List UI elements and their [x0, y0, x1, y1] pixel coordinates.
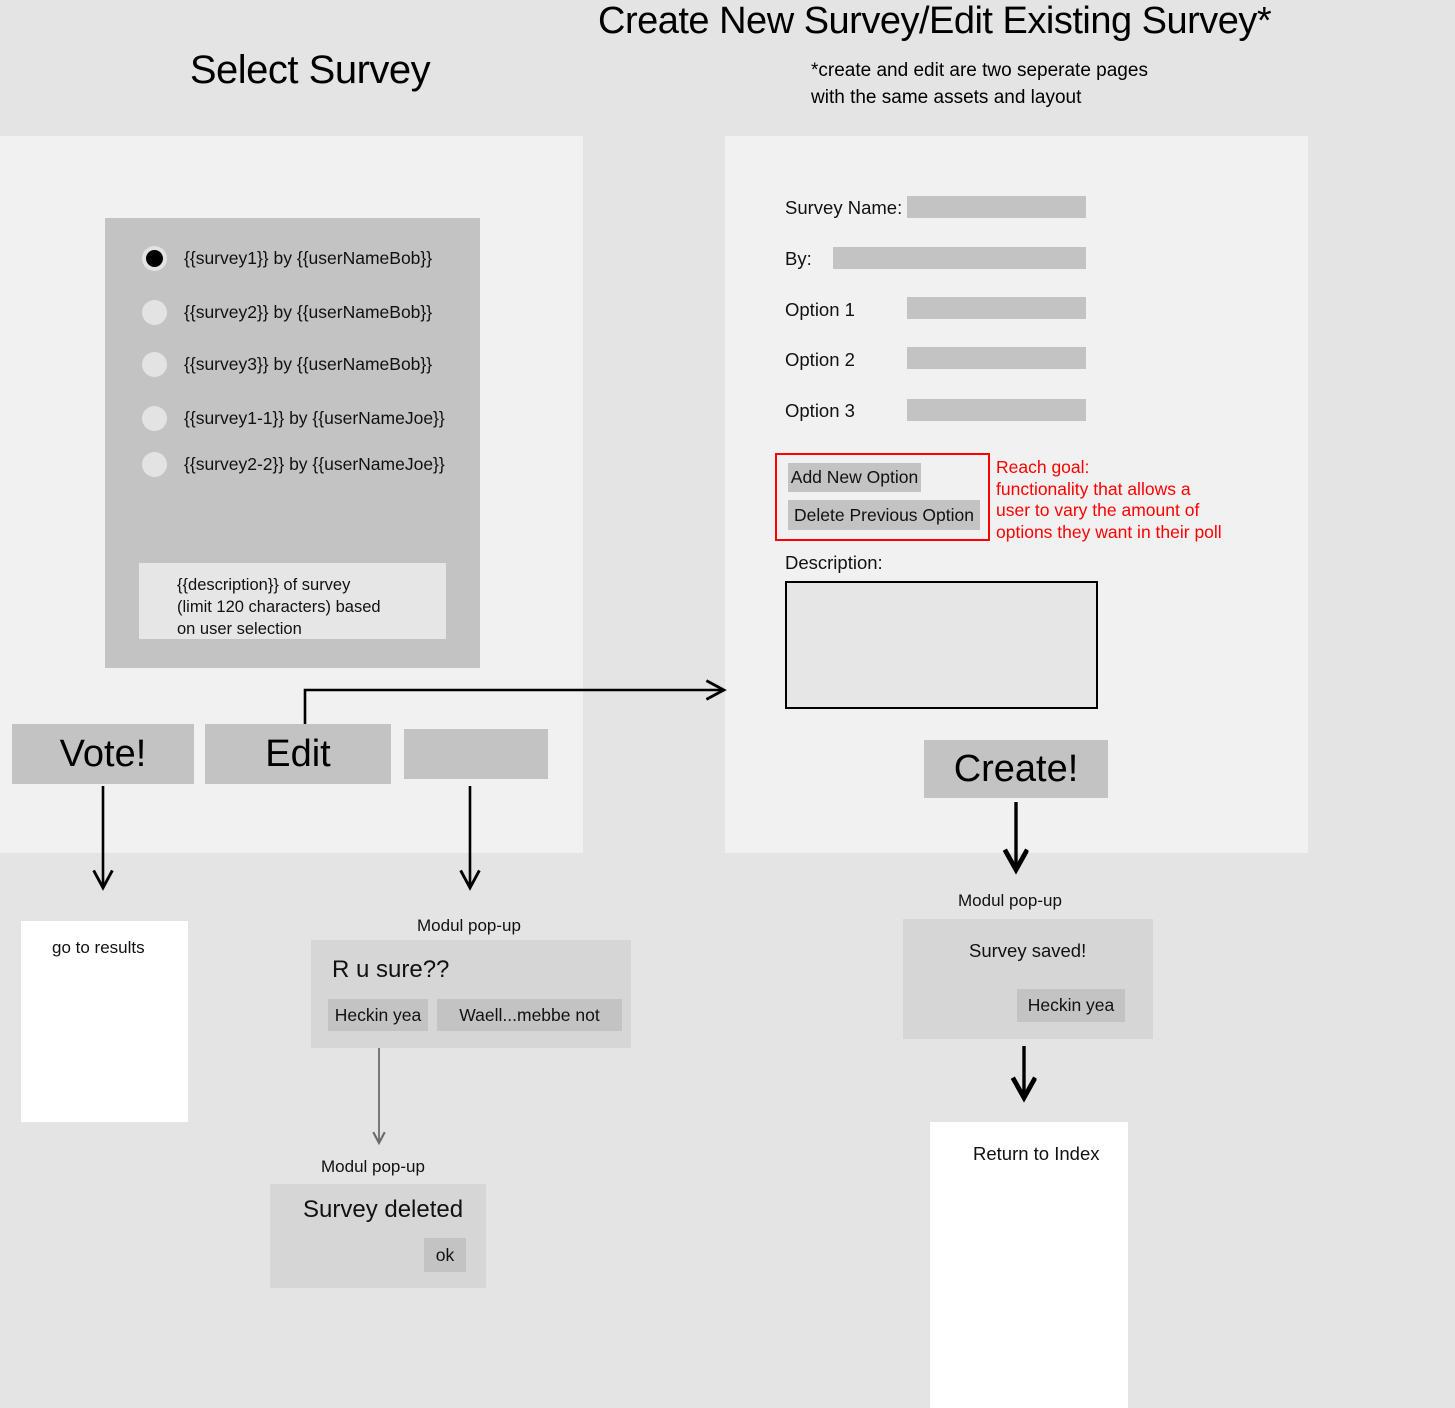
- modal-caption: Modul pop-up: [321, 1157, 425, 1176]
- survey-list-item-label: {{survey3}} by {{userNameBob}}: [184, 354, 433, 374]
- return-to-index-label: Return to Index: [973, 1143, 1100, 1164]
- saved-confirm-button[interactable]: Heckin yea: [1017, 989, 1125, 1022]
- survey-list-item-label: {{survey1}} by {{userNameBob}}: [184, 248, 433, 268]
- radio-button-icon[interactable]: [142, 406, 167, 431]
- create-button[interactable]: Create!: [924, 740, 1108, 798]
- results-page-box: [21, 921, 188, 1122]
- confirm-popup-title: R u sure??: [332, 956, 450, 983]
- option-controls-group: Add New Option Delete Previous Option: [775, 453, 990, 541]
- option-2-input[interactable]: [907, 347, 1086, 369]
- by-label: By:: [785, 248, 812, 269]
- confirm-delete-yes-button[interactable]: Heckin yea: [328, 999, 428, 1031]
- radio-button-icon[interactable]: [142, 352, 167, 377]
- option-1-input[interactable]: [907, 297, 1086, 319]
- survey-list-item[interactable]: {{survey3}} by {{userNameBob}}: [142, 352, 432, 377]
- option-1-label: Option 1: [785, 299, 855, 320]
- radio-button-icon[interactable]: [142, 452, 167, 477]
- unlabeled-button[interactable]: [404, 729, 548, 779]
- survey-list-item[interactable]: {{survey1}} by {{userNameBob}}: [142, 246, 432, 271]
- radio-button-icon[interactable]: [142, 300, 167, 325]
- description-textarea[interactable]: [785, 581, 1098, 709]
- survey-list-item-label: {{survey2}} by {{userNameBob}}: [184, 302, 433, 322]
- survey-list-item-label: {{survey2-2}} by {{userNameJoe}}: [184, 454, 445, 474]
- saved-popup-title: Survey saved!: [969, 940, 1087, 961]
- survey-name-input[interactable]: [907, 196, 1086, 218]
- vote-button[interactable]: Vote!: [12, 724, 194, 784]
- option-3-input[interactable]: [907, 399, 1086, 421]
- survey-description-display: {{description}} of survey (limit 120 cha…: [139, 563, 446, 639]
- option-3-label: Option 3: [785, 400, 855, 421]
- deleted-popup-title: Survey deleted: [303, 1196, 464, 1223]
- add-new-option-button[interactable]: Add New Option: [788, 463, 921, 492]
- survey-list-item-label: {{survey1-1}} by {{userNameJoe}}: [184, 408, 445, 428]
- return-to-index-box: [930, 1122, 1128, 1408]
- deleted-ok-button[interactable]: ok: [424, 1238, 466, 1272]
- survey-list-item[interactable]: {{survey2-2}} by {{userNameJoe}}: [142, 452, 445, 477]
- page-title-select-survey: Select Survey: [189, 48, 431, 92]
- survey-name-label: Survey Name:: [785, 197, 903, 218]
- confirm-delete-no-button[interactable]: Waell...mebbe not: [437, 999, 622, 1031]
- delete-previous-option-button[interactable]: Delete Previous Option: [788, 500, 980, 530]
- results-page-label: go to results: [52, 938, 145, 957]
- create-edit-footnote: *create and edit are two seperate pages …: [811, 60, 1148, 108]
- reach-goal-annotation: Reach goal: functionality that allows a …: [996, 457, 1222, 542]
- modal-caption: Modul pop-up: [417, 916, 521, 935]
- modal-caption: Modul pop-up: [958, 891, 1062, 910]
- survey-list-card: {{survey1}} by {{userNameBob}} {{survey2…: [105, 218, 480, 668]
- page-title-create-edit-survey: Create New Survey/Edit Existing Survey*: [598, 0, 1272, 42]
- survey-list-item[interactable]: {{survey1-1}} by {{userNameJoe}}: [142, 406, 445, 431]
- description-label: Description:: [785, 552, 883, 573]
- option-2-label: Option 2: [785, 349, 855, 370]
- edit-button[interactable]: Edit: [205, 724, 391, 784]
- survey-list-item[interactable]: {{survey2}} by {{userNameBob}}: [142, 300, 432, 325]
- radio-button-icon[interactable]: [142, 246, 167, 271]
- by-input[interactable]: [833, 247, 1086, 269]
